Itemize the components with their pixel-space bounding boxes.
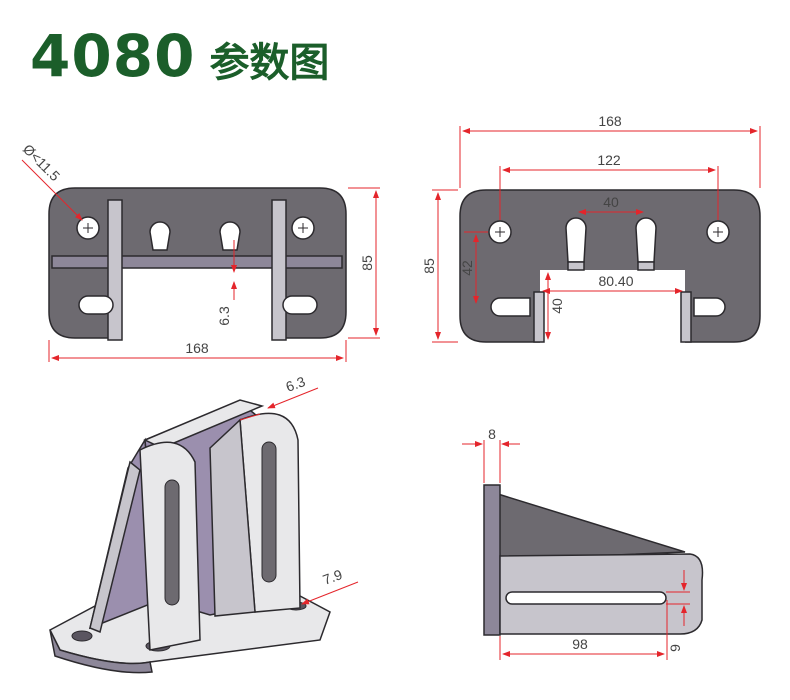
front-width-dim: 168 — [185, 340, 209, 356]
front-hole-dim: Ø<11.5 — [20, 141, 63, 184]
side-thickness-dim: 8 — [488, 426, 496, 442]
side-gusset — [497, 492, 686, 561]
front-thickness-dim: 6.3 — [216, 306, 232, 326]
side-slot — [505, 591, 667, 605]
front-channel — [122, 268, 274, 340]
page-title: 4080 参数图 — [30, 22, 329, 92]
side-plate — [483, 484, 501, 636]
front-slot-left — [78, 295, 114, 315]
front-wall-right — [271, 199, 287, 341]
front-slot-right — [282, 295, 318, 315]
iso-wall-dim: 6.3 — [284, 373, 308, 395]
iso-base-dim: 7.9 — [321, 566, 345, 588]
front-rib — [51, 255, 343, 269]
top-hole-spacing-dim: 122 — [597, 152, 621, 168]
front-keyhole-left — [149, 221, 171, 251]
model-number: 4080 — [30, 22, 196, 90]
top-height-dim: 85 — [421, 258, 437, 274]
front-wall-left — [107, 199, 123, 341]
top-channel-depth-dim: 40 — [549, 298, 565, 314]
title-label: 参数图 — [209, 40, 330, 86]
front-keyhole-right — [219, 221, 241, 251]
top-keyhole-right — [635, 217, 657, 263]
top-channel-edge-right — [680, 291, 692, 343]
top-channel-edge-left — [533, 291, 545, 343]
side-length-dim: 98 — [572, 636, 588, 652]
top-slot-spacing-dim: 40 — [603, 194, 619, 210]
side-view: 8 98 9 — [462, 426, 704, 660]
top-slot-depth-dim: 42 — [459, 260, 475, 276]
top-view: 168 122 40 85 42 80.40 40 — [421, 113, 761, 344]
top-keyhole-left — [565, 217, 587, 263]
top-slot-right — [693, 297, 726, 317]
front-height-dim: 85 — [359, 255, 375, 271]
isometric-view: 6.3 7.9 — [49, 373, 359, 674]
top-overall-dim: 168 — [598, 113, 622, 129]
top-channel-width-dim: 80.40 — [598, 273, 633, 289]
front-view: Ø<11.5 168 85 6.3 — [20, 141, 380, 362]
top-slot-left — [490, 297, 531, 317]
side-slot-dim: 9 — [667, 644, 683, 652]
top-channel — [540, 270, 685, 344]
